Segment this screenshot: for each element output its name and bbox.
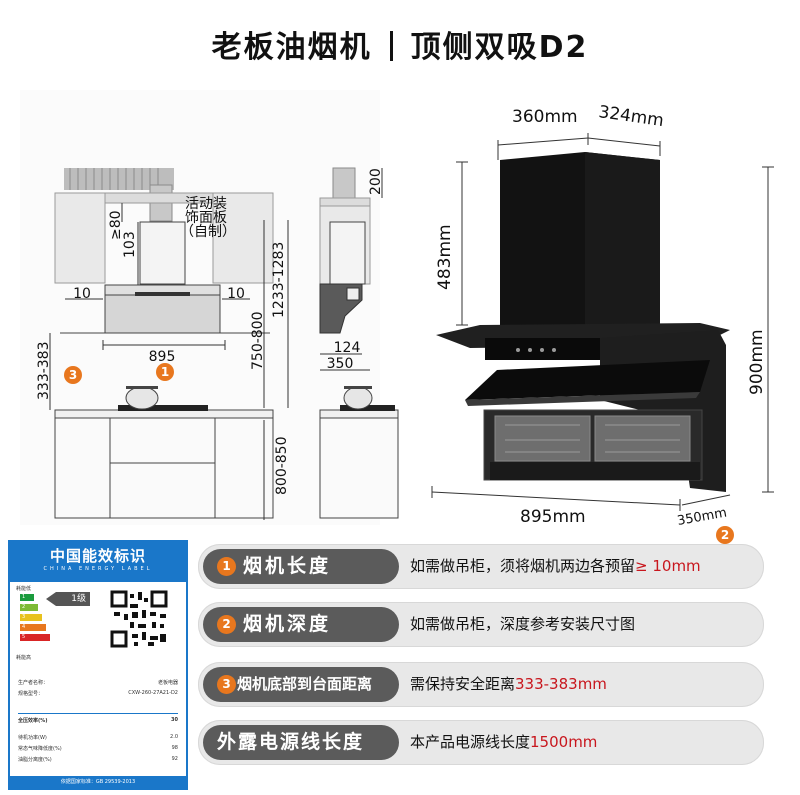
energy-label-title: 中国能效标识 [49, 547, 146, 565]
dim-gap-left: 10 [73, 286, 91, 302]
feature-description: 如需做吊柜，须将烟机两边各预留≥ 10mm [410, 557, 701, 575]
energy-bar-4: 4 [20, 624, 46, 631]
producer-row: 生产者名称： 老板电器 [18, 679, 178, 686]
page-title: 老板油烟机 顶侧双吸D2 [0, 22, 800, 66]
producer-label: 生产者名称： [18, 680, 49, 686]
pot-front [125, 386, 159, 410]
countertop-front [54, 409, 274, 419]
feature-badge-3: 3 [217, 675, 236, 694]
feature-row-cable: 外露电源线长度 本产品电源线长度1500mm [198, 720, 764, 765]
dim-360mm: 360mm [512, 107, 578, 127]
dim-750-800: 750-800 [250, 312, 266, 371]
dim-900mm: 900mm [747, 329, 767, 395]
filter-left [494, 415, 591, 462]
qr-code [110, 590, 168, 648]
feature-highlight: 1500mm [530, 733, 598, 751]
dim-width-895: 895 [149, 349, 176, 365]
dim-350-side: 350 [327, 356, 354, 372]
energy-bar-2: 2 [20, 604, 38, 611]
title-model: 顶侧双吸D2 [410, 30, 589, 65]
metric-row: 待机功率(W)2.0 [18, 734, 178, 741]
base-cabinet-front [54, 417, 274, 519]
model-label: 规格型号： [18, 691, 44, 697]
glass-panel [465, 360, 710, 400]
energy-low-label: 耗能低 [16, 586, 32, 592]
pot-side [343, 386, 373, 410]
tag-line-2: 饰面板 [185, 210, 227, 226]
side-duct [332, 167, 356, 199]
base-cabinet-side [319, 417, 399, 519]
model-value: CXW-260-27A21-D2 [128, 690, 178, 696]
feature-highlight: 333-383mm [515, 675, 607, 693]
dim-895mm: 895mm [520, 507, 586, 527]
feature-description: 本产品电源线长度1500mm [410, 733, 598, 751]
energy-grade-arrow: 1级 [46, 592, 90, 606]
range-hood-product: 360mm 324mm 483mm 900mm 895mm 350mm [431, 102, 774, 529]
energy-bar-1: 1 [20, 594, 34, 601]
model-row: 规格型号： CXW-260-27A21-D2 [18, 690, 178, 697]
energy-bar-3: 3 [20, 614, 42, 621]
badge-3: 3 [64, 366, 82, 384]
filter-right [594, 415, 691, 462]
hood-chimney-front [139, 221, 186, 285]
energy-label-title-en: CHINA ENERGY LABEL [43, 566, 153, 572]
energy-label-header: 中国能效标识 CHINA ENERGY LABEL [10, 542, 186, 582]
metric-row: 全压效率(%)30 [18, 713, 178, 724]
feature-badge-2: 2 [217, 615, 236, 634]
metric-row: 常态气味降低度(%)98 [18, 745, 178, 752]
dim-103: 103 [122, 231, 138, 258]
dim-200: 200 [368, 168, 384, 195]
countertop-side [319, 409, 399, 419]
dim-324mm: 324mm [597, 102, 665, 131]
feature-description: 需保持安全距离333-383mm [410, 675, 607, 693]
dim-800-850: 800-850 [274, 437, 290, 496]
title-divider [389, 31, 393, 61]
left-wall-cabinet [54, 192, 106, 284]
feature-description: 如需做吊柜，深度参考安装尺寸图 [410, 615, 636, 633]
installation-drawing: 895 10 10 ≥80 103 1233-1283 750-800 800-… [20, 90, 399, 525]
dim-124: 124 [334, 340, 361, 356]
dim-ge80: ≥80 [108, 210, 124, 240]
metric-row: 油脂分离度(%)92 [18, 756, 178, 763]
producer-value: 老板电器 [157, 680, 178, 686]
energy-bar-5: 5 [20, 634, 50, 641]
dim-1233-1283: 1233-1283 [271, 242, 287, 318]
cooktop-front [118, 405, 208, 411]
dim-333-383: 333-383 [36, 342, 52, 401]
energy-scale: 1 2 3 4 5 [20, 594, 60, 641]
feature-badge-1: 1 [217, 557, 236, 576]
feature-label-pill: 外露电源线长度 [203, 725, 399, 760]
dim-gap-right: 10 [227, 286, 245, 302]
dim-350mm: 350mm [676, 505, 728, 528]
energy-standard: 依据国家标准：GB 29539-2013 [10, 776, 186, 788]
badge-2: 2 [716, 526, 734, 544]
right-wall-cabinet [212, 192, 274, 284]
feature-highlight: ≥ 10mm [635, 557, 701, 575]
badge-1: 1 [156, 363, 174, 381]
tag-line-3: （自制） [180, 224, 236, 240]
title-brand: 老板油烟机 [211, 30, 372, 65]
dim-483mm: 483mm [435, 224, 455, 290]
energy-label: 中国能效标识 CHINA ENERGY LABEL 耗能低 1 2 3 4 5 … [8, 540, 188, 790]
hood-panel-front [104, 294, 221, 334]
energy-high-label: 耗能高 [16, 655, 32, 661]
control-panel [485, 338, 603, 360]
tag-line-1: 活动装 [185, 196, 227, 212]
